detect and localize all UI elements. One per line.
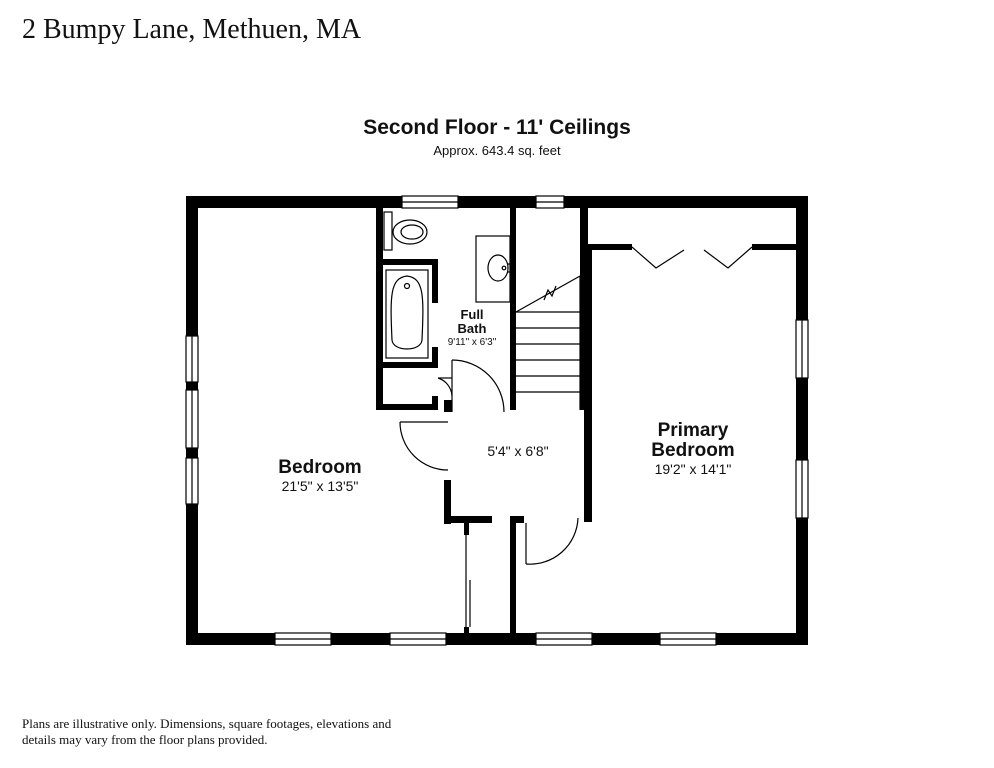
staircase-icon <box>515 275 581 410</box>
sink-icon <box>475 235 511 303</box>
bathtub-icon <box>385 269 429 359</box>
room-dimensions: 5'4" x 6'8" <box>487 443 548 459</box>
disclaimer: Plans are illustrative only. Dimensions,… <box>22 716 392 747</box>
room-dimensions: 21'5" x 13'5" <box>282 478 359 494</box>
floor-area: Approx. 643.4 sq. feet <box>433 143 561 158</box>
room-dimensions: 19'2" x 14'1" <box>655 461 732 477</box>
room-dimensions: 9'11" x 6'3" <box>448 337 497 348</box>
property-address: 2 Bumpy Lane, Methuen, MA <box>22 14 362 45</box>
room-name: Bedroom <box>278 457 361 478</box>
room-name-line1: Primary <box>658 420 729 441</box>
room-name-line2: Bath <box>458 321 487 336</box>
room-bedroom-label: Bedroom 21'5" x 13'5" <box>278 457 361 494</box>
room-full-bath-label: Full Bath 9'11" x 6'3" <box>448 307 497 348</box>
room-name-line2: Bedroom <box>651 440 734 461</box>
room-hall-label: 5'4" x 6'8" <box>487 443 548 459</box>
toilet-icon <box>383 211 428 251</box>
windows <box>185 195 809 646</box>
interior-walls <box>376 208 796 640</box>
floor-title: Second Floor - 11' Ceilings <box>363 116 631 139</box>
doors <box>399 246 753 627</box>
room-primary-bedroom-label: Primary Bedroom 19'2" x 14'1" <box>651 420 734 477</box>
room-name-line1: Full <box>460 307 483 322</box>
